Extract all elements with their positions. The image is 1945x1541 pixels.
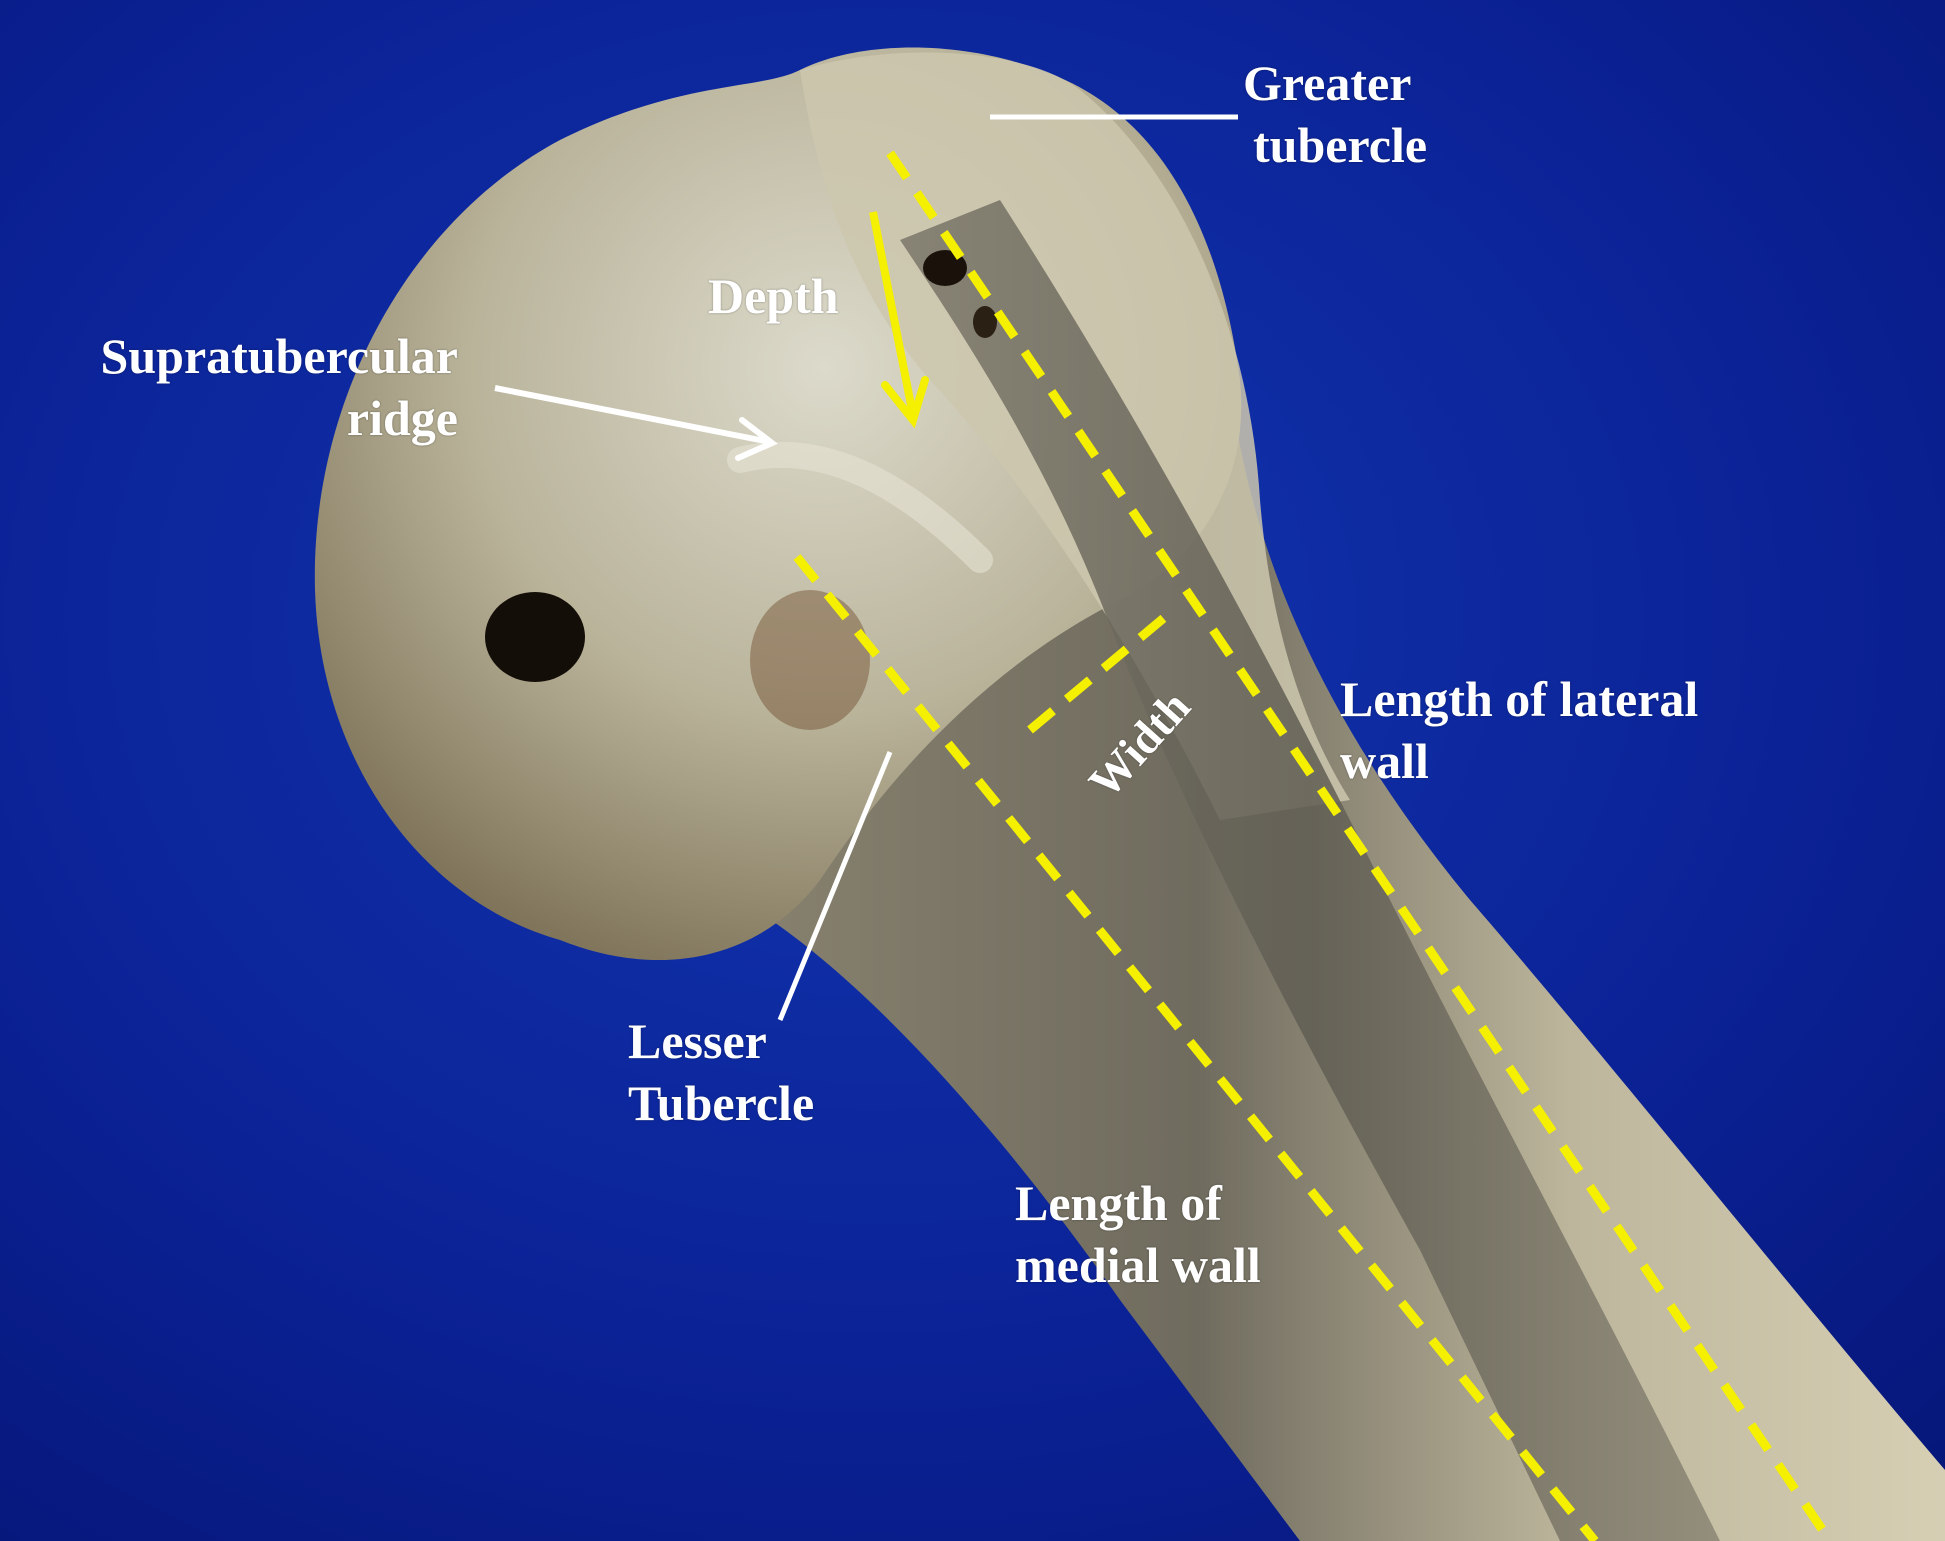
label-lesser-tubercle: Lesser Tubercle xyxy=(628,1013,815,1131)
label-greater-tubercle: Greater tubercle xyxy=(1243,55,1428,173)
supratubercular-ridge-arrow xyxy=(494,385,778,461)
label-depth: Depth xyxy=(708,268,839,324)
width-dashed-line xyxy=(1027,613,1168,734)
lesser-tubercle-leader-line xyxy=(777,751,893,1021)
nutrient-foramen xyxy=(485,592,585,682)
label-supratubercular-ridge: Supratubercular ridge xyxy=(100,328,458,446)
bicipital-groove xyxy=(900,200,1720,1541)
label-length-medial-wall: Length of medial wall xyxy=(1015,1175,1261,1293)
medial-wall-dashed-line xyxy=(793,554,1599,1541)
label-length-lateral-wall: Length of lateral wall xyxy=(1340,671,1699,789)
lateral-wall-dashed-line xyxy=(886,150,1834,1541)
depth-arrow xyxy=(869,211,929,429)
